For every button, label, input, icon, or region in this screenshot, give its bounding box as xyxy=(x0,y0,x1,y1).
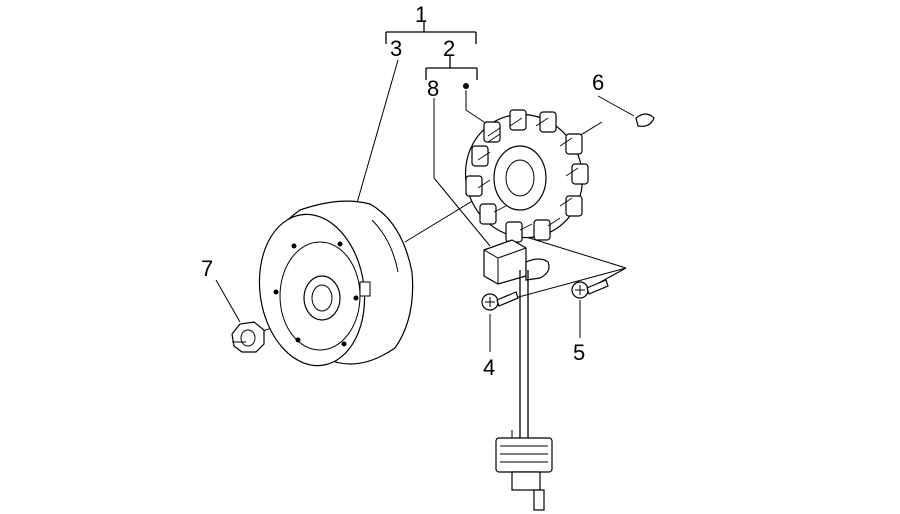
screw-4 xyxy=(481,291,519,311)
callout-4: 4 xyxy=(483,355,495,380)
callout-7: 7 xyxy=(201,256,213,281)
callout-6: 6 xyxy=(592,70,604,95)
wire-harness xyxy=(495,270,553,511)
woodruff-key xyxy=(635,113,655,127)
callout-2: 2 xyxy=(443,36,455,61)
pickup-sensor xyxy=(483,239,550,285)
callout-3: 3 xyxy=(390,36,402,61)
flange-nut xyxy=(231,321,265,353)
screw-5 xyxy=(571,279,609,299)
stator-coil xyxy=(464,109,589,243)
bullet-dot xyxy=(463,83,469,89)
callout-8: 8 xyxy=(427,76,439,101)
callout-5: 5 xyxy=(573,340,585,365)
flywheel-rotor xyxy=(258,200,414,367)
callout-1: 1 xyxy=(415,2,427,27)
assembly-brackets xyxy=(385,22,478,89)
